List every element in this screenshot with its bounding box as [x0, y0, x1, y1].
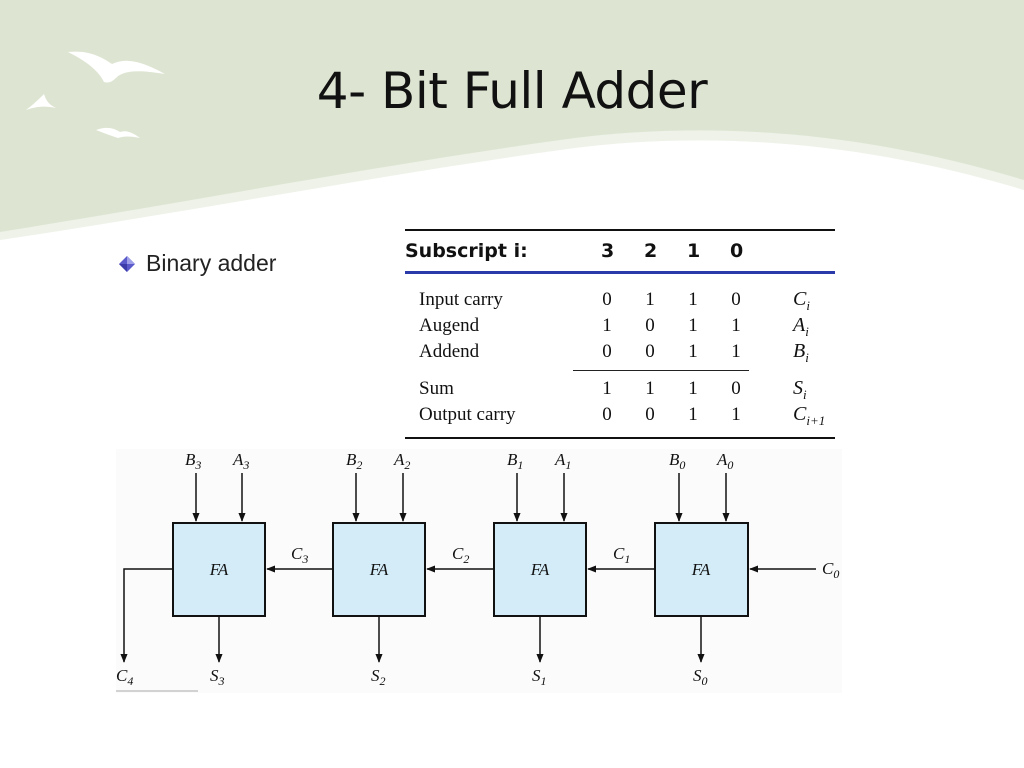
sum-divider [573, 370, 749, 371]
bird-icon [68, 51, 165, 83]
fa-label: FA [209, 560, 229, 579]
table-bottom-rule [405, 437, 835, 439]
input-a-label: A1 [554, 450, 571, 472]
input-b-label: B2 [346, 450, 362, 472]
full-adder-block-1: FA B1 A1 S1 [493, 450, 587, 688]
table-cell: 0 [645, 315, 655, 336]
carry-label-c3: C3 [291, 544, 308, 566]
input-b-label: B0 [669, 450, 685, 472]
table-row-symbol: Bi [793, 340, 809, 365]
table-cell: 0 [731, 289, 741, 310]
table-column-header: 1 [687, 240, 701, 262]
input-b-label: B1 [507, 450, 523, 472]
carry-label-c1: C1 [613, 544, 630, 566]
table-cell: 0 [602, 341, 612, 362]
table-row-symbol: Ci+1 [793, 403, 826, 428]
table-cell: 1 [731, 315, 741, 336]
table-cell: 1 [688, 341, 698, 362]
input-a-label: A0 [716, 450, 733, 472]
table-cell: 1 [645, 378, 655, 399]
full-adder-block-2: FA B2 A2 S2 [332, 450, 426, 688]
bullet-item: Binary adder [118, 250, 276, 277]
table-header-rule [405, 271, 835, 274]
table-header-label: Subscript i: [405, 240, 528, 262]
table-cell: 1 [731, 404, 741, 425]
table-cell: 0 [602, 404, 612, 425]
subscript-table: Subscript i: 3 2 1 0 Input carry 0 1 1 0… [405, 227, 835, 441]
table-column-header: 3 [601, 240, 615, 262]
table-cell: 0 [645, 404, 655, 425]
table-cell: 1 [645, 289, 655, 310]
table-cell: 0 [602, 289, 612, 310]
full-adder-block-0: FA B0 A0 S0 [654, 450, 749, 688]
fa-label: FA [530, 560, 550, 579]
input-a-label: A2 [393, 450, 410, 472]
table-row-label: Output carry [419, 404, 516, 425]
sum-output-label: S0 [693, 666, 708, 688]
table-cell: 0 [645, 341, 655, 362]
table-row-label: Addend [419, 341, 480, 362]
table-column-header: 2 [644, 240, 658, 262]
table-cell: 1 [688, 378, 698, 399]
fa-label: FA [691, 560, 711, 579]
table-cell: 1 [688, 404, 698, 425]
input-b-label: B3 [185, 450, 201, 472]
header-background [0, 0, 1024, 240]
slide-title: 4- Bit Full Adder [316, 62, 708, 120]
full-adder-block-3: FA B3 A3 S3 [172, 450, 266, 688]
bird-icon [96, 127, 140, 138]
table-cell: 0 [731, 378, 741, 399]
table-row-symbol: Ci [793, 288, 810, 313]
carry-label-c2: C2 [452, 544, 469, 566]
fa-label: FA [369, 560, 389, 579]
table-row-label: Input carry [419, 289, 503, 310]
sum-output-label: S1 [532, 666, 547, 688]
table-row-label: Sum [419, 378, 454, 399]
table-row-symbol: Ai [793, 314, 809, 339]
carry-in-label: C0 [822, 559, 839, 581]
diamond-bullet-icon [119, 255, 135, 272]
carry-out-label: C4 [116, 666, 133, 688]
table-cell: 1 [602, 315, 612, 336]
input-a-label: A3 [232, 450, 249, 472]
table-top-rule [405, 229, 835, 231]
bullet-text: Binary adder [146, 250, 277, 276]
sum-output-label: S3 [210, 666, 225, 688]
carry-out-arrow [120, 568, 173, 663]
table-cell: 1 [688, 315, 698, 336]
bird-icon [26, 94, 56, 110]
table-row-symbol: Si [793, 377, 807, 402]
table-cell: 1 [688, 289, 698, 310]
table-row-label: Augend [419, 315, 480, 336]
table-cell: 1 [602, 378, 612, 399]
table-cell: 1 [731, 341, 741, 362]
ripple-carry-adder-diagram: FA B3 A3 S3 FA B2 A2 S2 FA B1 A [116, 449, 842, 693]
table-column-header: 0 [730, 240, 744, 262]
sum-output-label: S2 [371, 666, 386, 688]
